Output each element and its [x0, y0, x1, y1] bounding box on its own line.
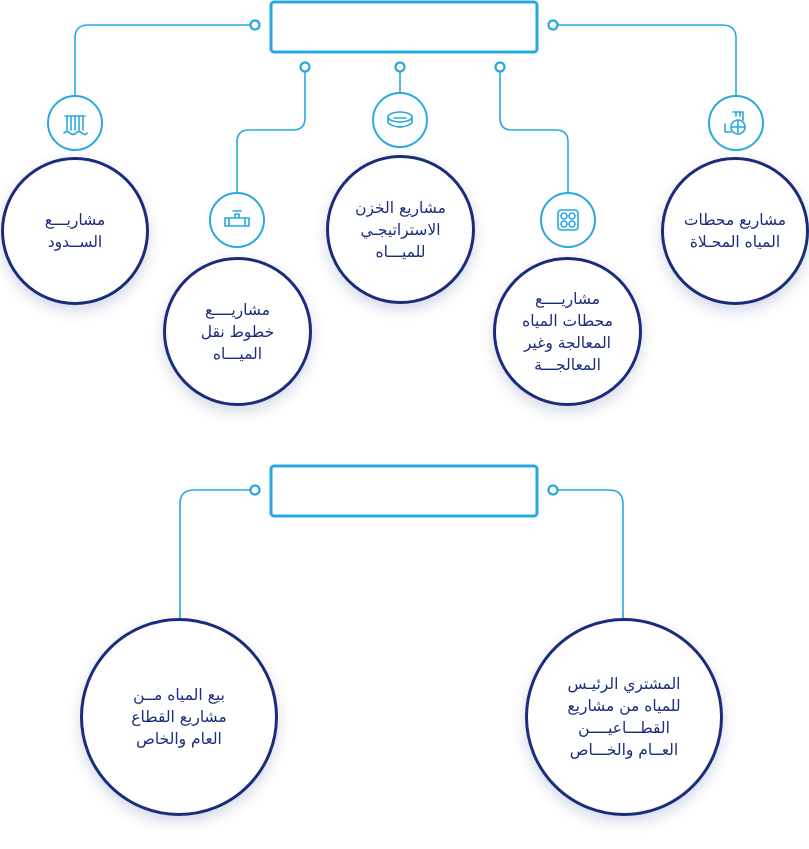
- node-treatment-plants-label: مشاريــــع محطات المياه المعالجة وغير ال…: [522, 289, 613, 374]
- connector-dot: [394, 61, 406, 73]
- node-dams-label: مشاريـــع الســدود: [44, 211, 106, 251]
- pipe-badge: [209, 192, 265, 248]
- node-principal-buyer-label: المشتري الرئيـس للمياه من مشاريع القطـــ…: [567, 675, 681, 759]
- connector-dot: [249, 484, 261, 496]
- node-desalination: مشاريع محطات المياه المحـلاة: [661, 157, 809, 305]
- dam-badge: [47, 95, 103, 151]
- connector-dot: [249, 19, 261, 31]
- storage-badge: [372, 92, 428, 148]
- connector-pipelines: [236, 67, 306, 192]
- connector-desalination: [553, 24, 737, 95]
- bottom-header-box: [269, 464, 539, 518]
- node-treatment-plants: مشاريــــع محطات المياه المعالجة وغير ال…: [493, 257, 642, 406]
- top-header-box: [269, 0, 539, 54]
- connector-treatment: [499, 67, 569, 192]
- storage-tank-icon: [387, 111, 413, 128]
- desalination-icon: [724, 111, 746, 135]
- connector-dams: [74, 24, 255, 95]
- desalination-badge: [708, 95, 764, 151]
- connector-dot: [547, 19, 559, 31]
- connector-dot: [299, 61, 311, 73]
- connector-dot: [547, 484, 559, 496]
- pipe-valve-icon: [224, 210, 250, 227]
- treatment-plant-icon: [557, 209, 579, 231]
- treatment-badge: [540, 192, 596, 248]
- node-water-sales: بيع المياه مــن مشاريع القطاع العام والخ…: [80, 618, 278, 816]
- node-dams: مشاريـــع الســدود: [1, 157, 149, 305]
- connector-sales: [179, 489, 255, 618]
- dam-icon: [63, 115, 88, 136]
- node-principal-buyer: المشتري الرئيـس للمياه من مشاريع القطـــ…: [525, 618, 723, 816]
- connector-buyer: [553, 489, 624, 618]
- node-water-sales-label: بيع المياه مــن مشاريع القطاع العام والخ…: [131, 686, 227, 748]
- node-strategic-storage: مشاريع الخزن الاستراتيجـي للميـــاه: [326, 155, 475, 304]
- node-pipelines-label: مشاريــــع خطوط نقل الميـــاه: [200, 300, 275, 363]
- node-pipelines: مشاريــــع خطوط نقل الميـــاه: [163, 257, 312, 406]
- node-strategic-storage-label: مشاريع الخزن الاستراتيجـي للميـــاه: [355, 198, 446, 261]
- connector-dot: [494, 61, 506, 73]
- node-desalination-label: مشاريع محطات المياه المحـلاة: [683, 211, 787, 251]
